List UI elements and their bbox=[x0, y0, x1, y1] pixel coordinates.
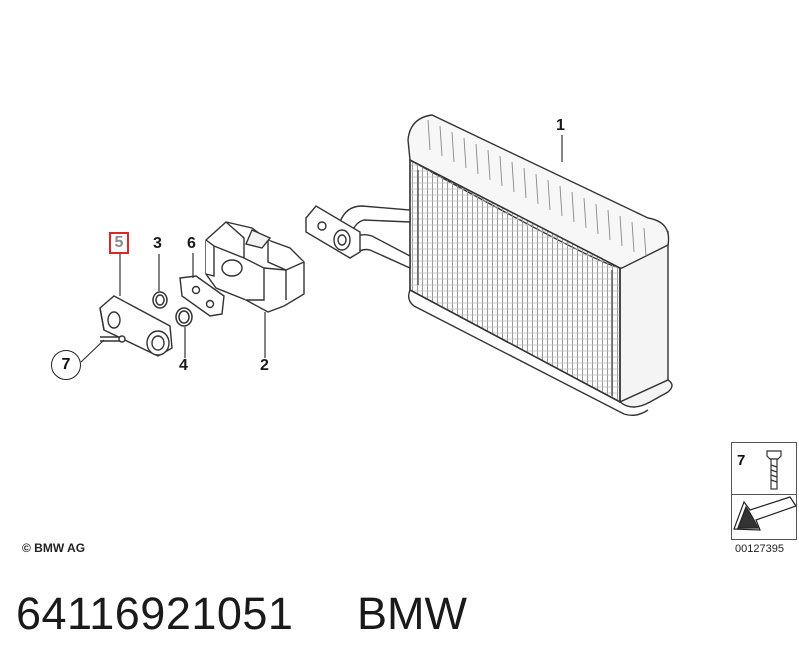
copyright: © BMW AG bbox=[22, 541, 86, 555]
pipe-assembly bbox=[305, 205, 411, 270]
bolt-icon bbox=[766, 450, 782, 490]
housing-part bbox=[205, 221, 305, 313]
callout-3: 3 bbox=[153, 235, 162, 252]
expansion-valve-part bbox=[99, 295, 173, 357]
legend-number: 7 bbox=[737, 452, 746, 469]
gasket-part bbox=[179, 275, 225, 317]
o-ring-part-4 bbox=[175, 307, 193, 327]
callout-5-highlighted: 5 bbox=[109, 232, 129, 254]
part-number: 64116921051 bbox=[16, 588, 294, 639]
callout-6: 6 bbox=[187, 235, 196, 252]
legend-divider bbox=[732, 494, 796, 495]
callout-7: 7 bbox=[51, 350, 81, 380]
leader-lines bbox=[80, 135, 563, 363]
callout-2: 2 bbox=[260, 357, 269, 374]
o-ring-part-3 bbox=[152, 291, 168, 309]
direction-arrow-icon bbox=[733, 496, 797, 531]
brand-name: BMW bbox=[357, 588, 467, 639]
callout-1: 1 bbox=[556, 117, 565, 134]
callout-4: 4 bbox=[179, 357, 188, 374]
evaporator-part bbox=[407, 114, 673, 417]
drawing-id: 00127395 bbox=[735, 543, 784, 555]
legend-box: 7 bbox=[731, 442, 797, 540]
